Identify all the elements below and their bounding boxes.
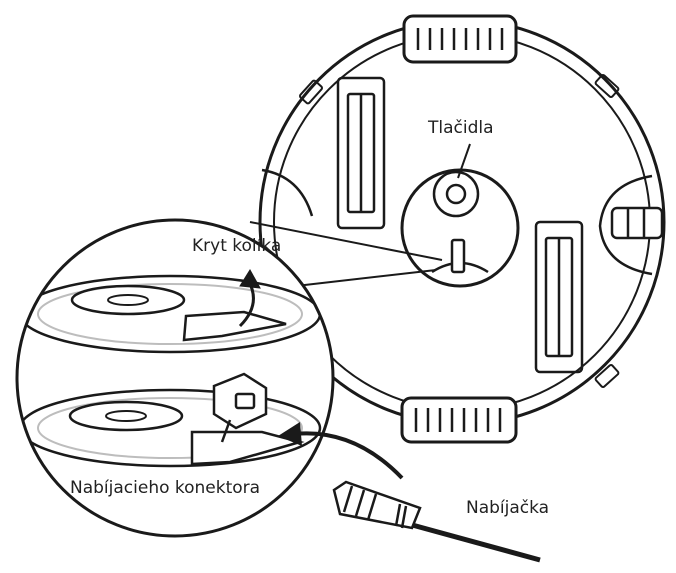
charging-connector-housing <box>212 372 268 443</box>
left-bumper <box>261 168 314 217</box>
button-center <box>445 183 467 205</box>
rim-slot <box>594 74 620 98</box>
charger-cable <box>393 517 541 563</box>
rim-slot <box>594 364 620 388</box>
center-hub <box>400 168 520 288</box>
zoom-view-connector <box>18 372 322 468</box>
right-caster-housing <box>598 174 664 276</box>
charging-port-tray <box>190 430 305 466</box>
insertion-arrow <box>293 431 404 480</box>
top-wheel <box>402 14 518 64</box>
robot-underside <box>258 14 666 444</box>
buttons-leader-line <box>457 143 471 179</box>
charger-label: Nabíjačka <box>466 498 550 518</box>
zoom-connector-bottom <box>295 269 437 287</box>
charging-pin-cover <box>450 238 466 274</box>
zoom-connector-top <box>249 221 443 261</box>
bottom-wheel <box>400 396 518 444</box>
charger-plug <box>332 480 541 567</box>
zoom-view-cover-closed <box>18 269 322 354</box>
right-brush-slot <box>534 220 584 374</box>
button-ring <box>432 170 480 218</box>
pin-cover-closed <box>182 310 287 342</box>
buttons-label: Tlačidla <box>428 118 494 138</box>
charging-connector-label: Nabíjacieho konektora <box>70 478 261 498</box>
rim-slot <box>299 79 323 105</box>
left-brush-slot <box>336 76 386 230</box>
zoom-callout <box>15 218 443 538</box>
pin-cover-label: Kryt kolíka <box>192 236 282 256</box>
